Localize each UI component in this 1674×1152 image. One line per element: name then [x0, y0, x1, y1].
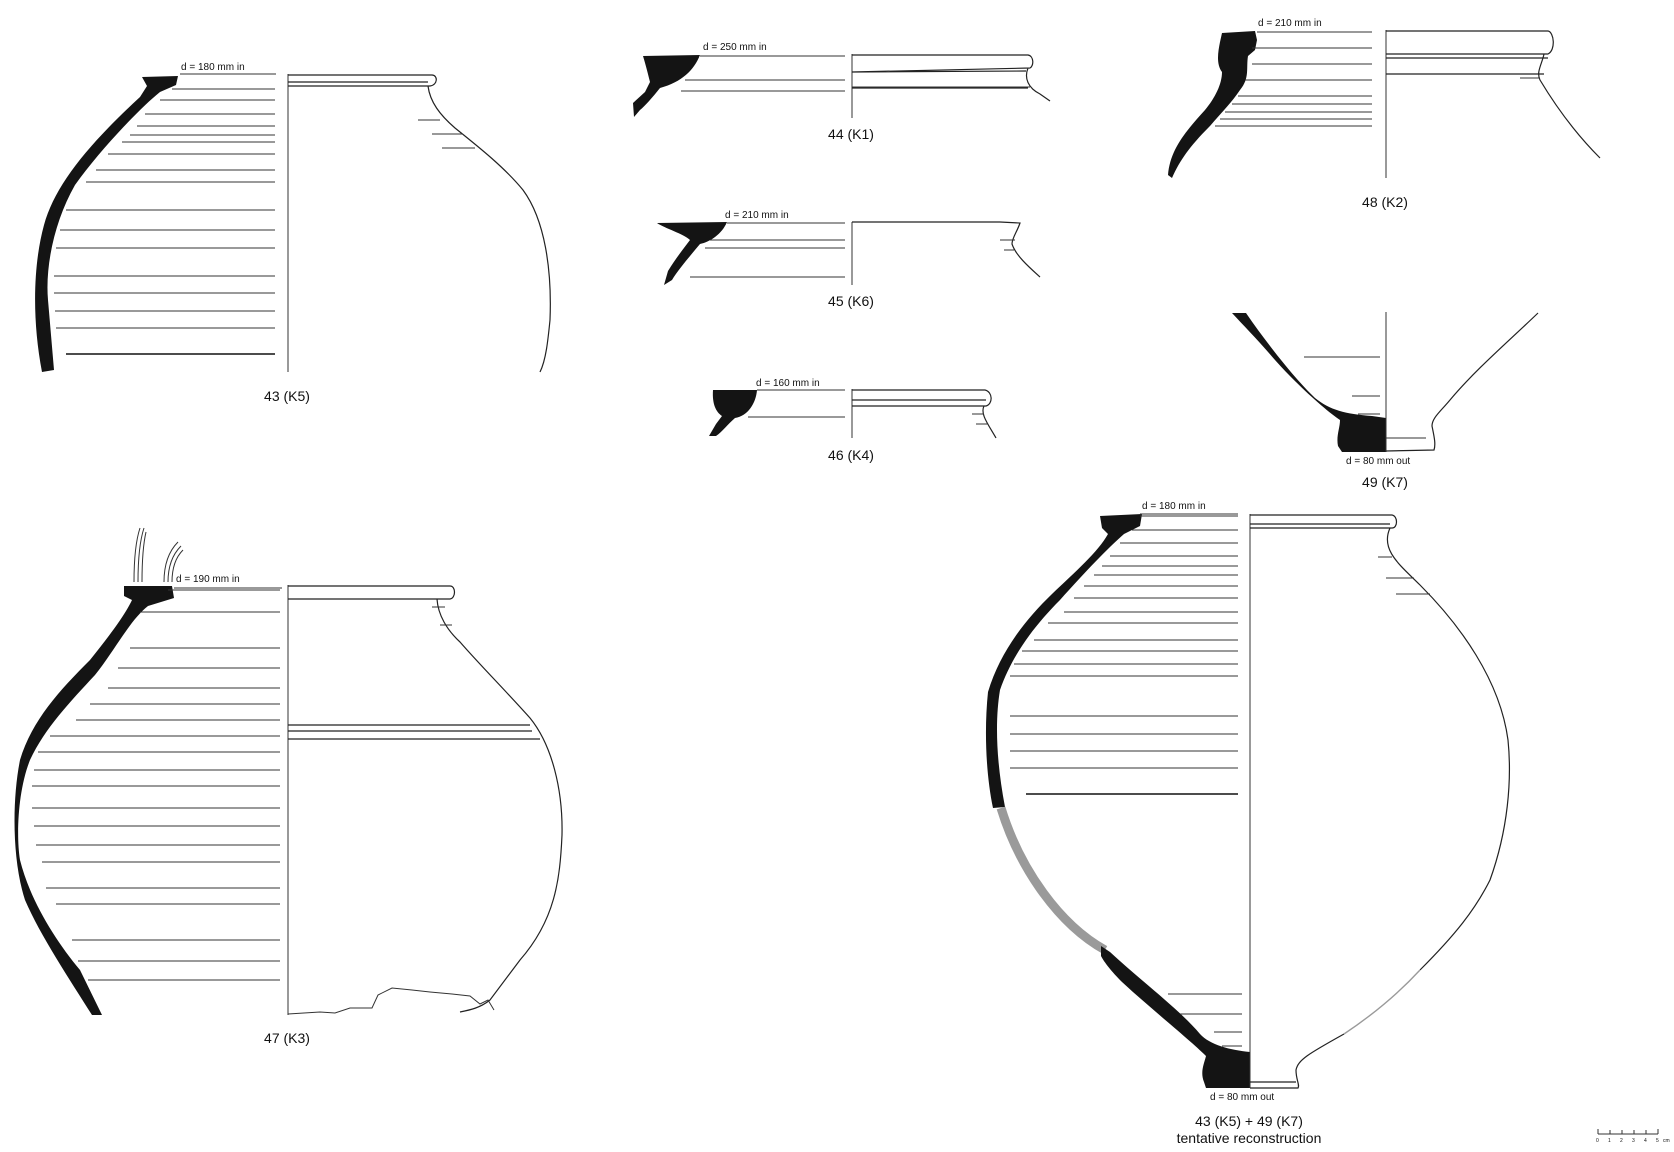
vessel-44-exterior-outline: [851, 54, 1051, 102]
vessel-43-exterior-outline: [288, 74, 551, 373]
vessel-43-section-profile: [35, 76, 178, 372]
scale-bar: 0 1 2 3 4 5 cm: [1596, 1129, 1670, 1144]
scale-bar-tick-4: 4: [1644, 1138, 1647, 1144]
vessel-44-section-profile: [633, 55, 700, 117]
scale-bar-tick-0: 0: [1596, 1138, 1599, 1144]
reconstruction-caption: 43 (K5) + 49 (K7): [1195, 1113, 1303, 1129]
vessel-45-caption: 45 (K6): [828, 293, 874, 309]
vessel-43-drawing: d = 180 mm in 43 (K5): [35, 62, 551, 404]
vessel-48-diameter-label: d = 210 mm in: [1258, 18, 1322, 29]
vessel-43-caption: 43 (K5): [264, 388, 310, 404]
vessel-47-diameter-label: d = 190 mm in: [176, 574, 240, 585]
reconstruction-drawing: d = 180 mm in d = 80 mm out 43 (K5) + 49…: [985, 501, 1511, 1146]
vessel-49-diameter-label: d = 80 mm out: [1346, 456, 1410, 467]
vessel-48-caption: 48 (K2): [1362, 194, 1408, 210]
vessel-43-diameter-label: d = 180 mm in: [181, 62, 245, 73]
reconstruction-lower-section: [1101, 946, 1250, 1088]
vessel-47-caption: 47 (K3): [264, 1030, 310, 1046]
reconstruction-top-diameter-label: d = 180 mm in: [1142, 501, 1206, 512]
vessel-45-exterior-outline: [852, 221, 1041, 278]
vessel-47-exterior-outline: [288, 585, 563, 1013]
scale-bar-tick-3: 3: [1632, 1138, 1635, 1144]
vessel-48-section-profile: [1168, 31, 1257, 178]
reconstruction-caption-subtitle: tentative reconstruction: [1177, 1130, 1322, 1146]
reconstruction-inner-rilling: [1010, 515, 1242, 1047]
vessel-49-drawing: d = 80 mm out 49 (K7): [1232, 312, 1539, 490]
vessel-47-break-line: [287, 987, 495, 1015]
vessel-48-drawing: d = 210 mm in 48 (K2): [1168, 18, 1601, 210]
reconstruction-missing-wall: [996, 806, 1108, 954]
scale-bar-tick-5: 5: [1656, 1138, 1659, 1144]
scale-bar-unit: cm: [1663, 1138, 1670, 1144]
vessel-46-section-profile: [709, 390, 757, 436]
vessel-43-inner-rilling: [54, 88, 275, 355]
scale-bar-tick-2: 2: [1620, 1138, 1623, 1144]
vessel-49-exterior-outline: [1385, 312, 1539, 452]
reconstruction-exterior-outline: [1250, 514, 1511, 971]
vessel-44-diameter-label: d = 250 mm in: [703, 42, 767, 53]
scale-bar-tick-1: 1: [1608, 1138, 1611, 1144]
vessel-47-handle-stubs: [133, 527, 184, 583]
reconstruction-base-diameter-label: d = 80 mm out: [1210, 1092, 1274, 1103]
vessel-44-drawing: d = 250 mm in 44 (K1): [633, 42, 1051, 142]
vessel-46-exterior-outline: [852, 389, 997, 439]
vessel-47-inner-rilling: [32, 589, 280, 981]
vessel-45-drawing: d = 210 mm in 45 (K6): [657, 210, 1041, 309]
reconstruction-upper-section: [985, 514, 1142, 808]
vessel-49-caption: 49 (K7): [1362, 474, 1408, 490]
vessel-49-section-profile: [1232, 313, 1386, 452]
vessel-47-section-profile: [14, 586, 175, 1015]
vessel-46-drawing: d = 160 mm in 46 (K4): [709, 378, 997, 463]
vessel-45-section-profile: [657, 222, 727, 285]
vessel-46-caption: 46 (K4): [828, 447, 874, 463]
vessel-48-exterior-outline: [1386, 30, 1601, 159]
vessel-46-diameter-label: d = 160 mm in: [756, 378, 820, 389]
vessel-48-inner-rilling: [1215, 31, 1372, 127]
vessel-47-drawing: d = 190 mm in 47 (K3): [14, 527, 563, 1046]
vessel-45-diameter-label: d = 210 mm in: [725, 210, 789, 221]
reconstruction-exterior-reconstructed: [1343, 969, 1421, 1035]
vessel-44-caption: 44 (K1): [828, 126, 874, 142]
